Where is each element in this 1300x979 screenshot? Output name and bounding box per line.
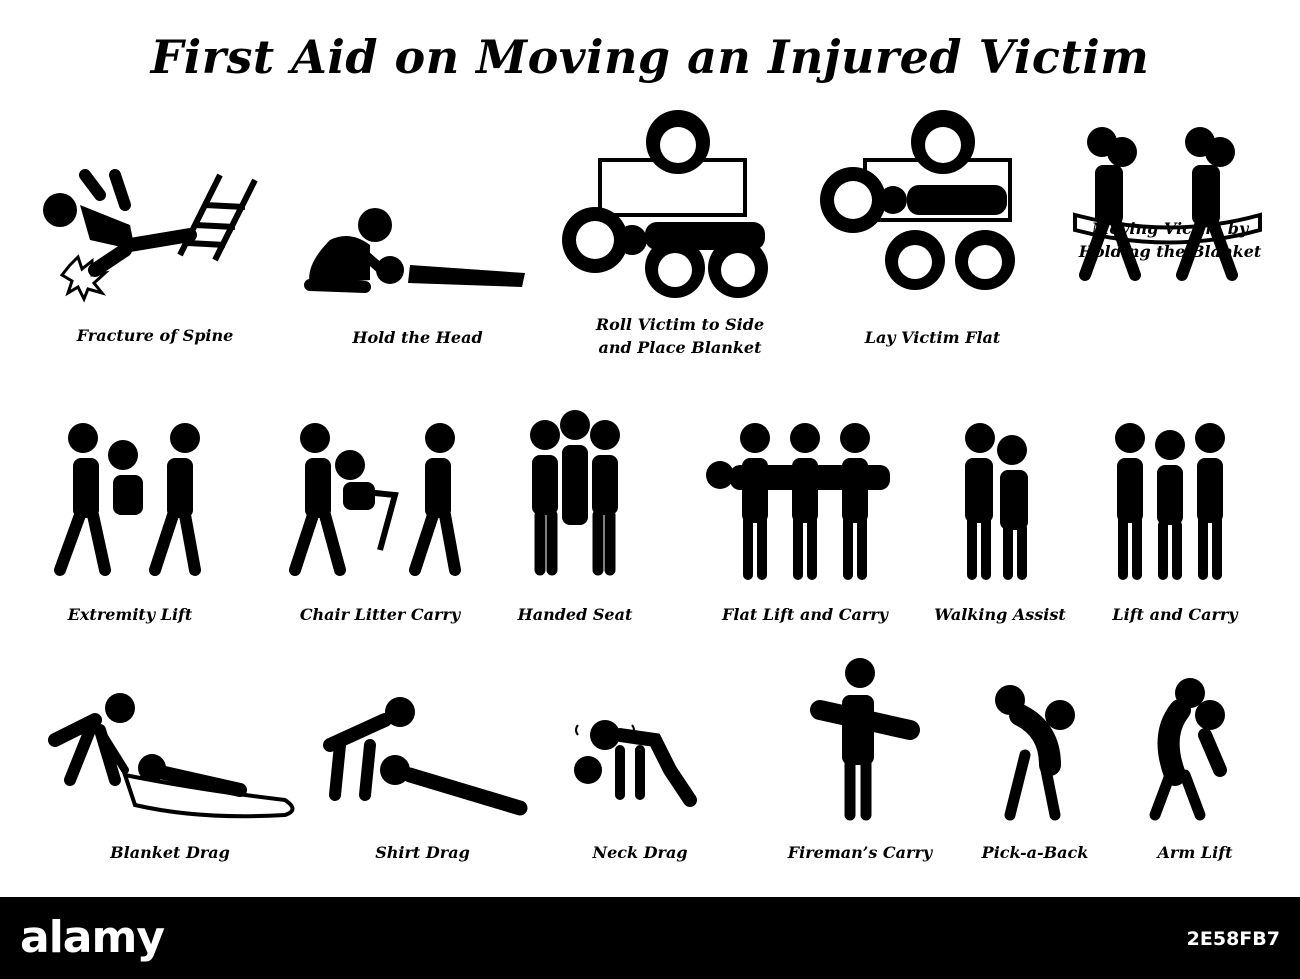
panel-lift-and-carry: Lift and Carry [1095,420,1255,624]
panel-label: Fracture of Spine [76,326,234,345]
panel-neck-drag: Neck Drag [560,690,720,870]
panel-pick-a-back: Pick-a-Back [965,675,1105,870]
handed-seat-pictogram [530,410,620,576]
panel-label-line-2: Holding the Blanket [1078,242,1262,261]
panel-blanket-drag: Blanket Drag [40,690,300,870]
moving-victim-blanket-pictogram [1073,127,1262,281]
panel-roll-victim: Roll Victim to Side and Place Blanket [550,100,810,365]
panel-hold-the-head: Hold the Head [290,165,545,365]
panel-label: Chair Litter Carry [299,605,461,624]
panel-handed-seat: Handed Seat [510,410,640,624]
panel-fracture-of-spine: Fracture of Spine [30,165,280,365]
panel-label: Walking Assist [934,605,1066,624]
panel-label: Lay Victim Flat [864,328,1001,347]
alamy-logo: alamy [20,912,165,963]
panel-label: Shirt Drag [375,843,470,862]
panel-lay-victim-flat: Lay Victim Flat [815,100,1050,365]
fracture-of-spine-pictogram [43,169,258,303]
chair-litter-carry-pictogram [289,423,461,576]
hold-the-head-pictogram [304,208,525,293]
stock-image-id: 2E58FB7 [1186,928,1280,950]
lay-victim-flat-pictogram [820,110,1015,290]
arm-lift-pictogram [1149,678,1227,821]
page-title: First Aid on Moving an Injured Victim [150,30,1150,84]
panel-label: Arm Lift [1157,843,1233,862]
lift-and-carry-pictogram [1115,423,1225,580]
walking-assist-pictogram [965,423,1028,580]
panel-label: Extremity Lift [67,605,193,624]
panel-label: Flat Lift and Carry [722,605,888,624]
panel-label: Fireman’s Carry [787,843,933,862]
panel-label: Neck Drag [592,843,688,862]
shirt-drag-pictogram [323,697,528,816]
panel-chair-litter-carry: Chair Litter Carry [285,420,475,624]
roll-victim-pictogram [562,110,768,298]
panel-label-line-1: Moving Victim by [1091,219,1249,238]
panel-label: Lift and Carry [1112,605,1238,624]
panel-walking-assist: Walking Assist [930,420,1070,624]
panel-moving-victim-blanket: Moving Victim by Holding the Blanket [1060,120,1280,365]
flat-lift-and-carry-pictogram [706,423,890,580]
blanket-drag-pictogram [48,693,295,819]
panel-firemans-carry: Fireman’s Carry [780,655,940,870]
panel-label: Handed Seat [517,605,633,624]
panel-label: Blanket Drag [110,843,230,862]
panel-arm-lift: Arm Lift [1125,675,1265,870]
panel-label-line-2: and Place Blanket [598,338,762,357]
pick-a-back-pictogram [995,685,1075,821]
panel-label: Pick-a-Back [981,843,1089,862]
extremity-lift-pictogram [54,423,201,576]
stock-footer-bar [0,897,1300,979]
panel-label: Hold the Head [352,328,483,347]
panel-shirt-drag: Shirt Drag [315,690,530,870]
firemans-carry-pictogram [810,658,920,821]
panel-extremity-lift: Extremity Lift [45,420,215,624]
panel-label-line-1: Roll Victim to Side [595,315,765,334]
neck-drag-pictogram [574,720,697,807]
panel-flat-lift-and-carry: Flat Lift and Carry [700,420,910,624]
